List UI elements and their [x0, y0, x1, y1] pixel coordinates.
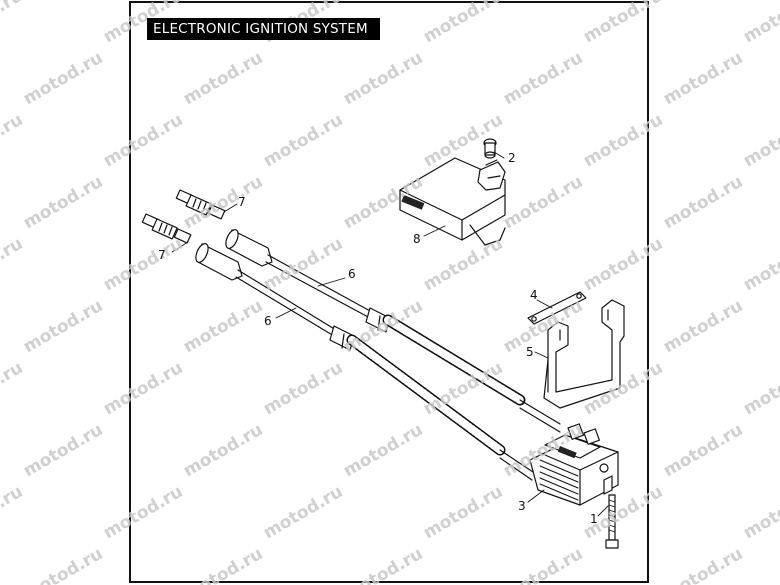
- mounting-screw: [605, 494, 619, 549]
- callout-2: 2: [508, 151, 516, 165]
- mounting-strap: [527, 291, 587, 325]
- callout-7-upper: 7: [238, 195, 246, 209]
- callout-7-lower: 7: [158, 248, 166, 262]
- callout-6-upper: 6: [348, 267, 356, 281]
- ignition-module: [399, 157, 506, 246]
- callout-6-lower: 6: [264, 314, 272, 328]
- diagram-frame: [129, 1, 649, 583]
- diagram-title: ELECTRONIC IGNITION SYSTEM: [147, 18, 380, 40]
- callout-3: 3: [518, 499, 526, 513]
- callout-1: 1: [590, 512, 598, 526]
- coil-bracket: [543, 299, 625, 409]
- leader-lines: [171, 151, 609, 517]
- callout-8: 8: [413, 232, 421, 246]
- spark-plug-wire-lower: [195, 243, 537, 481]
- spark-plug-upper: [175, 189, 226, 220]
- spark-plug-lower: [141, 213, 192, 244]
- callout-5: 5: [526, 345, 534, 359]
- spark-plug-wire-upper: [225, 229, 561, 433]
- fastener-part-2: [483, 138, 497, 159]
- callout-4: 4: [530, 288, 538, 302]
- ignition-coil: [529, 423, 619, 506]
